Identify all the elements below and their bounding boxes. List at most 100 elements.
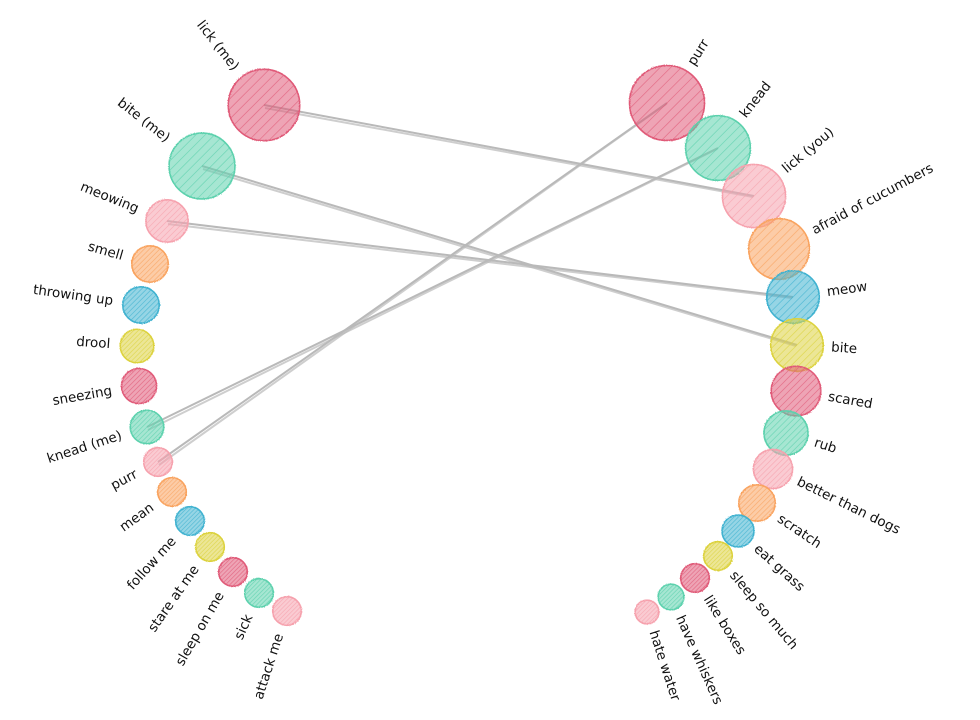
right-node-rub — [763, 410, 809, 456]
right-node-scratch-hatch — [759, 505, 776, 522]
right-node-scared-hatch — [782, 377, 817, 412]
left-node-bite-me-hatch — [206, 170, 235, 199]
right-node-bite-hatch — [787, 335, 822, 370]
left-node-attack-me-hatch — [291, 615, 301, 625]
left-node-lick-me-hatch — [238, 79, 290, 131]
left-node-bite-me-hatch — [183, 147, 230, 194]
right-node-scratch-hatch — [741, 487, 768, 514]
right-node-sleep-so-much-hatch — [706, 544, 727, 565]
right-node-eat-grass-hatch — [721, 514, 741, 534]
right-node-scratch-hatch — [739, 485, 764, 510]
left-node-sneezing-hatch — [136, 383, 157, 404]
left-node-mean-hatch — [157, 477, 175, 495]
right-node-rub-hatch — [788, 435, 809, 456]
left-node-sneezing-hatch — [129, 376, 154, 401]
right-node-meow-hatch — [783, 287, 818, 322]
left-node-sleep-on-me-hatch — [219, 558, 239, 578]
right-node-lick-you-hatch — [722, 164, 750, 192]
right-node-meow-hatch — [770, 274, 808, 312]
right-node-lick-you-hatch — [724, 166, 766, 208]
left-node-smell — [130, 244, 170, 284]
left-node-sick-hatch — [247, 581, 268, 602]
right-node-scratch-hatch — [738, 484, 755, 501]
right-node-knead-hatch — [685, 115, 714, 144]
left-node-smell-hatch — [131, 245, 148, 262]
left-node-follow-me-hatch — [175, 506, 189, 520]
left-node-mean-hatch — [162, 482, 183, 503]
link-lick-me-to-lick-you-sketch — [264, 107, 754, 198]
right-node-like-boxes-hatch — [681, 564, 701, 584]
right-node-hate-water-hatch — [638, 603, 656, 621]
left-node-follow-me-hatch — [180, 511, 201, 532]
left-node-sneezing-hatch — [132, 379, 156, 403]
right-node-meow — [765, 269, 821, 325]
left-node-throwing-up-hatch — [125, 289, 152, 316]
left-node-bite-me — [168, 132, 236, 200]
left-node-meowing-hatch — [163, 217, 189, 243]
left-node-sick-label: sick — [231, 612, 256, 642]
right-node-lick-you — [721, 163, 787, 229]
left-node-attack-me-hatch — [279, 603, 300, 624]
left-node-stare-at-me-hatch — [196, 533, 216, 553]
left-node-knead-me-hatch — [144, 424, 164, 444]
right-node-like-boxes-hatch — [680, 563, 694, 577]
left-node-follow-me-hatch — [178, 509, 199, 530]
left-node-lick-me-label: lick (me) — [193, 18, 242, 74]
left-node-sleep-on-me-hatch — [218, 557, 236, 575]
right-node-bite-label: bite — [831, 339, 858, 357]
left-node-purr-hatch — [143, 447, 161, 465]
left-node-attack-me-hatch — [282, 606, 301, 625]
right-node-scared-hatch — [792, 387, 821, 416]
right-node-have-whiskers-fill — [657, 583, 685, 611]
right-node-better-than-dogs-hatch — [769, 465, 793, 489]
right-node-sleep-so-much-hatch — [704, 542, 724, 562]
left-node-meowing-hatch — [169, 223, 189, 243]
link-meowing-to-meow-sketch — [167, 223, 793, 299]
left-node-follow-me-fill — [174, 505, 206, 537]
right-node-hate-water-hatch — [643, 608, 659, 624]
right-node-sleep-so-much-hatch — [717, 555, 733, 571]
right-node-better-than-dogs — [752, 448, 794, 490]
right-node-afraid-of-cucumbers-hatch — [761, 231, 805, 275]
left-node-mean-hatch — [167, 487, 186, 506]
left-node-lick-me-hatch — [268, 109, 300, 141]
right-node-rub-hatch — [770, 417, 802, 449]
right-node-purr-hatch — [629, 65, 673, 109]
right-node-purr-hatch — [661, 97, 705, 141]
right-node-meow-hatch — [768, 272, 803, 307]
right-node-knead-label: knead — [737, 79, 775, 122]
right-node-scratch-hatch — [754, 500, 776, 522]
right-node-lick-you-hatch — [749, 191, 786, 228]
left-node-meowing-hatch — [155, 209, 185, 239]
right-node-better-than-dogs-hatch — [758, 454, 788, 484]
right-node-afraid-of-cucumbers-hatch — [753, 223, 797, 267]
right-node-rub-hatch — [782, 429, 809, 456]
left-node-meowing-hatch — [145, 199, 171, 225]
right-node-scared-hatch — [775, 370, 810, 405]
left-node-sneezing-label: sneezing — [51, 383, 113, 409]
left-node-sneezing-hatch — [124, 371, 149, 396]
left-node-purr-label: purr — [108, 466, 141, 493]
right-node-scared-hatch — [786, 381, 820, 415]
right-node-knead-hatch — [690, 120, 737, 167]
left-node-drool-hatch — [121, 330, 144, 353]
left-node-purr-hatch — [162, 466, 172, 476]
right-node-knead-hatch — [705, 135, 749, 179]
left-node-drool-hatch — [120, 329, 140, 349]
right-node-rub-hatch — [773, 420, 805, 452]
right-node-lick-you-hatch — [722, 164, 759, 201]
right-node-afraid-of-cucumbers-hatch — [748, 218, 784, 254]
right-node-scared-hatch — [799, 394, 821, 416]
link-lick-me-to-lick-you — [263, 104, 755, 197]
left-node-sick-hatch — [244, 578, 258, 592]
left-node-lick-me-hatch — [250, 91, 298, 139]
right-node-afraid-of-cucumbers-hatch — [750, 220, 791, 261]
left-node-sneezing-hatch — [122, 369, 146, 393]
left-node-lick-me-hatch — [258, 99, 300, 141]
right-node-have-whiskers-hatch — [659, 585, 678, 604]
left-node-smell-label: smell — [86, 239, 125, 264]
right-node-purr-label: purr — [684, 36, 713, 69]
right-node-bite-hatch — [770, 318, 801, 349]
left-node-throwing-up-label: throwing up — [32, 282, 114, 309]
right-node-hate-water-hatch — [636, 601, 654, 619]
